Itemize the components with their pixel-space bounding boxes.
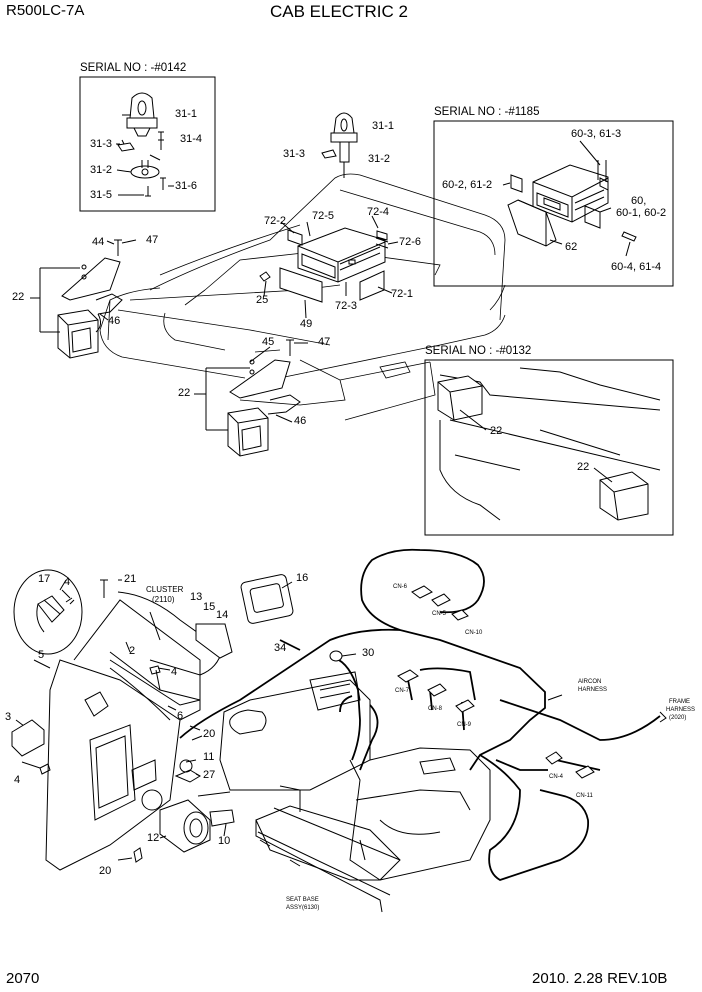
- part-label: 16: [296, 572, 309, 584]
- part-label: 4: [64, 576, 71, 588]
- part-label: 31-6: [175, 180, 198, 192]
- part-label: 25: [256, 294, 269, 306]
- side-console-panel: [12, 580, 232, 870]
- part-label: 60-1, 60-2: [616, 207, 667, 219]
- lamp-detail-group: [425, 360, 673, 535]
- aircon-harness-note: HARNESS: [578, 687, 608, 693]
- work-lamp-right: [194, 340, 308, 456]
- part-label: 30: [362, 647, 375, 659]
- part-label: 4: [171, 666, 178, 678]
- part-label: 11: [203, 751, 215, 763]
- beacon-lamp-dome: [130, 93, 154, 118]
- part-label: 12: [147, 832, 160, 844]
- cluster-label-line2: (2110): [152, 595, 175, 604]
- cluster-label-line1: CLUSTER: [146, 585, 184, 594]
- frame-harness-note: FRAME: [669, 699, 690, 705]
- beacon-lamp-base: [127, 118, 157, 128]
- radio-detail-frame: [434, 121, 673, 286]
- connector-label: CN-5: [432, 611, 447, 617]
- seat-base-note: SEAT BASE: [286, 897, 319, 903]
- part-label: 22: [12, 291, 25, 303]
- connector-label: CN-11: [576, 793, 593, 799]
- part-label: 60-2, 61-2: [442, 179, 493, 191]
- part-label: 6: [177, 710, 184, 722]
- frame-harness-note: HARNESS: [666, 707, 696, 713]
- beacon-detail-group: [80, 77, 215, 211]
- beacon-lens-mark: [138, 101, 146, 115]
- part-label: 60-3, 61-3: [571, 128, 622, 140]
- part-label: 60,: [631, 195, 647, 207]
- connector-label: CN-4: [549, 774, 564, 780]
- radio-detail-group: [434, 121, 673, 286]
- part-label: 13: [190, 591, 203, 603]
- part-label: 31-5: [90, 189, 113, 201]
- part-label: 22: [577, 461, 590, 473]
- radio-assembly: [260, 216, 398, 318]
- serial-note-beacon: SERIAL NO : -#0142: [80, 62, 187, 74]
- part-label: 3: [5, 711, 12, 723]
- part-label: 72-2: [264, 215, 287, 227]
- connector-label: CN-6: [393, 584, 408, 590]
- page-number: 2070: [6, 970, 40, 987]
- part-label: 17: [38, 573, 51, 585]
- part-label: 31-3: [90, 138, 113, 150]
- serial-note-lamp: SERIAL NO : -#0132: [425, 345, 532, 357]
- page-title: CAB ELECTRIC 2: [270, 2, 408, 21]
- part-label: 47: [318, 336, 331, 348]
- lamp-detail-frame: [425, 360, 673, 535]
- part-label: 31-1: [175, 108, 198, 120]
- connector-label: CN-7: [395, 688, 410, 694]
- part-label: 60-4, 61-4: [611, 261, 662, 273]
- part-label: 31-2: [368, 153, 391, 165]
- part-label: 44: [92, 236, 105, 248]
- main-console-body: [220, 672, 490, 912]
- part-label: 72-1: [391, 288, 414, 300]
- part-label: 14: [216, 609, 229, 621]
- part-label: 49: [300, 318, 313, 330]
- revision-stamp: 2010. 2.28 REV.10B: [532, 970, 668, 987]
- part-label: 46: [294, 415, 307, 427]
- connector-brackets: [330, 586, 666, 778]
- part-label: 31-3: [283, 148, 306, 160]
- part-label: 72-5: [312, 210, 335, 222]
- part-label: 72-4: [367, 206, 390, 218]
- part-label: 2: [129, 645, 136, 657]
- model-number: R500LC-7A: [6, 2, 85, 19]
- part-label: 21: [124, 573, 137, 585]
- part-label: 15: [203, 601, 216, 613]
- part-label: 45: [262, 336, 275, 348]
- beacon-detail-frame: [80, 77, 215, 211]
- part-label: 5: [38, 649, 45, 661]
- part-label: 62: [565, 241, 578, 253]
- roof-beacon-group: [322, 113, 357, 178]
- part-label: 72-6: [399, 236, 422, 248]
- part-label: 34: [274, 642, 287, 654]
- part-label: 47: [146, 234, 159, 246]
- part-label: 22: [490, 425, 503, 437]
- frame-harness-note: (2020): [669, 715, 687, 721]
- part-label: 10: [218, 835, 231, 847]
- work-lamp-left: [30, 240, 136, 358]
- part-label: 4: [14, 774, 21, 786]
- connector-label: CN-9: [457, 722, 472, 728]
- part-label: 46: [108, 315, 121, 327]
- lighter-and-gauge: [160, 792, 234, 852]
- connector-label: CN-10: [465, 630, 483, 636]
- wiring-harness: [180, 550, 660, 880]
- cluster-detail-circle: [14, 570, 82, 654]
- switch-plate: [240, 574, 294, 625]
- serial-note-radio: SERIAL NO : -#1185: [434, 106, 540, 118]
- aircon-harness-note: AIRCON: [578, 679, 602, 685]
- part-label: 20: [99, 865, 112, 877]
- part-label: 27: [203, 769, 216, 781]
- part-label: 31-2: [90, 164, 113, 176]
- part-label: 22: [178, 387, 191, 399]
- part-label: 72-3: [335, 300, 358, 312]
- seat-base-note: ASSY(6130): [286, 905, 320, 911]
- part-label: 20: [203, 728, 216, 740]
- part-label: 31-4: [180, 133, 203, 145]
- connector-label: CN-8: [428, 706, 443, 712]
- part-label: 31-1: [372, 120, 395, 132]
